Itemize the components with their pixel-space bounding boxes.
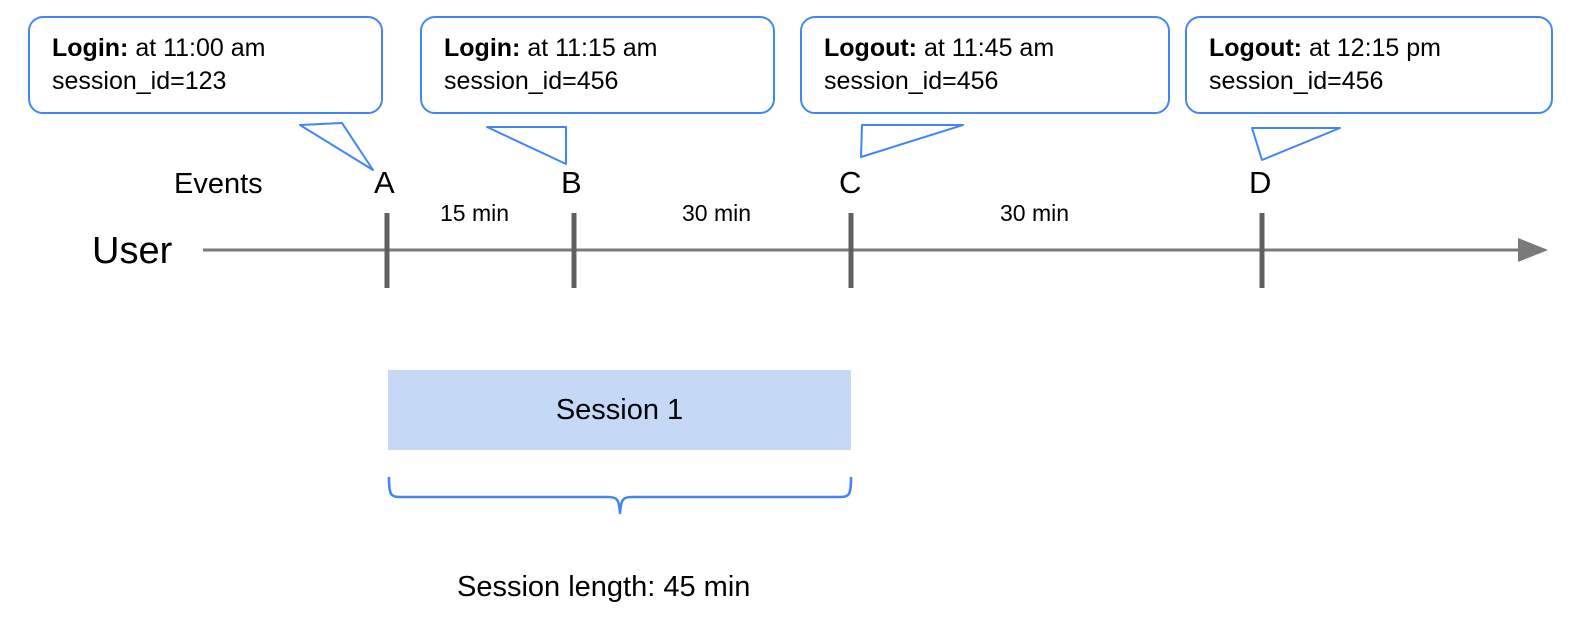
callout-d-line1: Logout: at 12:15 pm [1209, 32, 1533, 65]
callout-c-line1: Logout: at 11:45 am [824, 32, 1150, 65]
event-marker-b-label: B [561, 165, 582, 200]
callout-c-time: at 11:45 am [923, 34, 1055, 62]
callout-b-time: at 11:15 am [527, 34, 658, 62]
interval-label-cd: 30 min [1000, 200, 1070, 226]
callout-a-event: Login: [52, 34, 129, 62]
callout-b-session: session_id=456 [444, 67, 619, 95]
callout-a-session: session_id=123 [52, 67, 227, 95]
event-marker-c-label: C [839, 165, 862, 200]
callout-a-line1: Login: at 11:00 am [52, 32, 363, 65]
callout-tail-b [486, 126, 567, 165]
callout-bubble-a: Login: at 11:00 am session_id=123 [28, 16, 383, 114]
callout-c-event: Logout: [824, 34, 918, 62]
callout-bubble-c: Logout: at 11:45 am session_id=456 [800, 16, 1170, 114]
user-row-label: User [92, 230, 173, 272]
callout-a-time: at 11:00 am [135, 34, 266, 62]
session-bar-label: Session 1 [555, 393, 684, 426]
interval-label-bc: 30 min [682, 200, 752, 226]
callout-bubble-d: Logout: at 12:15 pm session_id=456 [1185, 16, 1553, 114]
session-length-label: Session length: 45 min [457, 571, 751, 603]
event-marker-d-label: D [1249, 165, 1272, 200]
callout-bubble-b: Login: at 11:15 am session_id=456 [420, 16, 775, 114]
callout-c-session: session_id=456 [824, 67, 999, 95]
callout-b-line1: Login: at 11:15 am [444, 32, 755, 65]
events-row-label: Events [174, 168, 263, 200]
callout-d-session: session_id=456 [1209, 67, 1384, 95]
callout-d-time: at 12:15 pm [1308, 34, 1441, 62]
callout-tail-a [299, 122, 374, 171]
interval-label-ab: 15 min [440, 200, 510, 226]
callout-tail-d [1251, 127, 1341, 161]
callout-b-event: Login: [444, 34, 521, 62]
session-bar: Session 1 [388, 370, 851, 450]
callout-tail-c [860, 124, 964, 158]
callout-d-event: Logout: [1209, 34, 1303, 62]
session-length-brace [387, 476, 853, 515]
event-marker-a-label: A [374, 165, 395, 200]
